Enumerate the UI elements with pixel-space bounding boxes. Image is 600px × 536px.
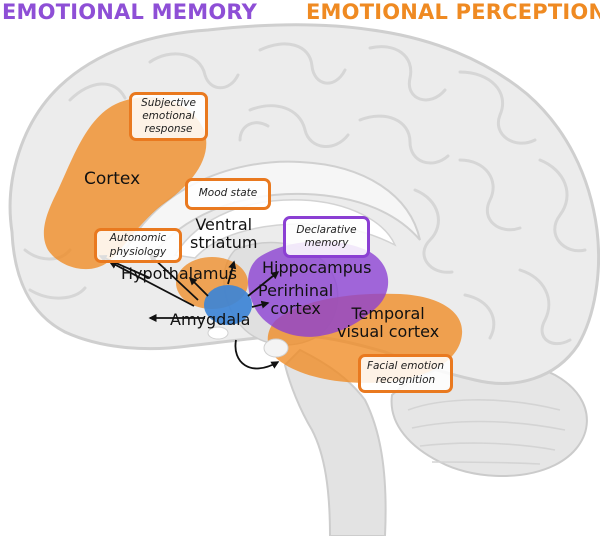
arrow-amygdala-to-cortex xyxy=(108,261,195,307)
brainstem-shape xyxy=(283,348,387,536)
cerebellum-folia xyxy=(407,399,566,465)
ventral-striatum-label: Ventral striatum xyxy=(190,215,258,252)
arrow-amygdala-to-hypothalamus xyxy=(188,276,209,297)
subjective-emotional-response-box: Subjective emotional response xyxy=(129,92,208,141)
facial-emotion-recognition-box: Facial emotion recognition xyxy=(358,354,453,393)
connection-arrows xyxy=(98,253,280,370)
pons-bulge xyxy=(263,338,289,358)
arrow-amygdala-to-hippocampus xyxy=(247,271,280,297)
arrow-temporal-to-amygdala xyxy=(234,339,280,370)
temporal-visual-cortex-label: Temporal visual cortex xyxy=(337,304,440,341)
emotional-memory-title: EMOTIONAL MEMORY xyxy=(2,0,258,24)
perirhinal-cortex-label: Perirhinal cortex xyxy=(258,281,334,318)
gyri-lines xyxy=(23,42,587,346)
amygdala-region xyxy=(204,285,252,325)
hippocampus-region xyxy=(248,241,389,337)
declarative-memory-box: Declarative memory xyxy=(283,216,370,258)
amygdala-label: Amygdala xyxy=(170,310,251,329)
autonomic-physiology-box: Autonomic physiology xyxy=(94,228,182,263)
arrow-amygdala-to-striatum xyxy=(227,260,237,285)
arrow-amygdala-to-perirhinal xyxy=(251,300,270,309)
mood-state-box: Mood state xyxy=(185,178,271,210)
emotional-perception-title: EMOTIONAL PERCEPTION xyxy=(306,0,600,24)
cortex-label: Cortex xyxy=(84,169,141,189)
mammillary-body xyxy=(207,326,229,340)
hippocampus-label: Hippocampus xyxy=(262,258,372,277)
hypothalamus-label: Hypothalamus xyxy=(121,264,237,283)
